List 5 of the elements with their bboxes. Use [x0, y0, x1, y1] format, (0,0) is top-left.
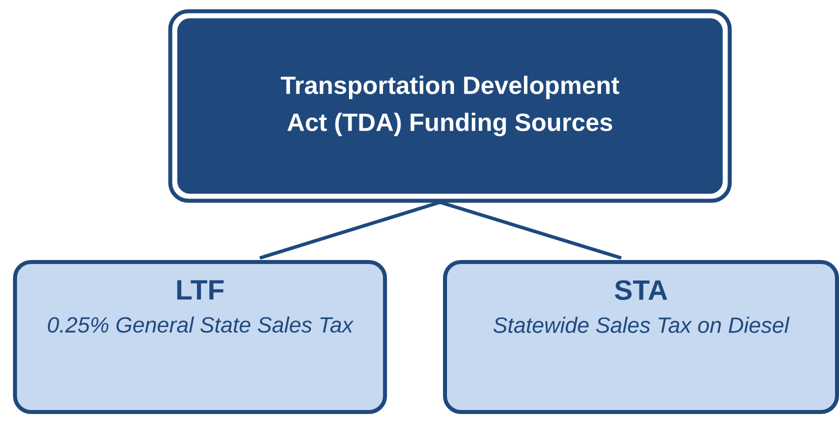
connector-line — [440, 200, 622, 260]
connector-line — [259, 200, 441, 260]
source-box: LTF 0.25% General State Sales Tax — [13, 260, 387, 414]
title-box: Transportation Development Act (TDA) Funding Sources — [168, 9, 732, 203]
source-box: STA Statewide Sales Tax on Diesel — [443, 260, 839, 414]
